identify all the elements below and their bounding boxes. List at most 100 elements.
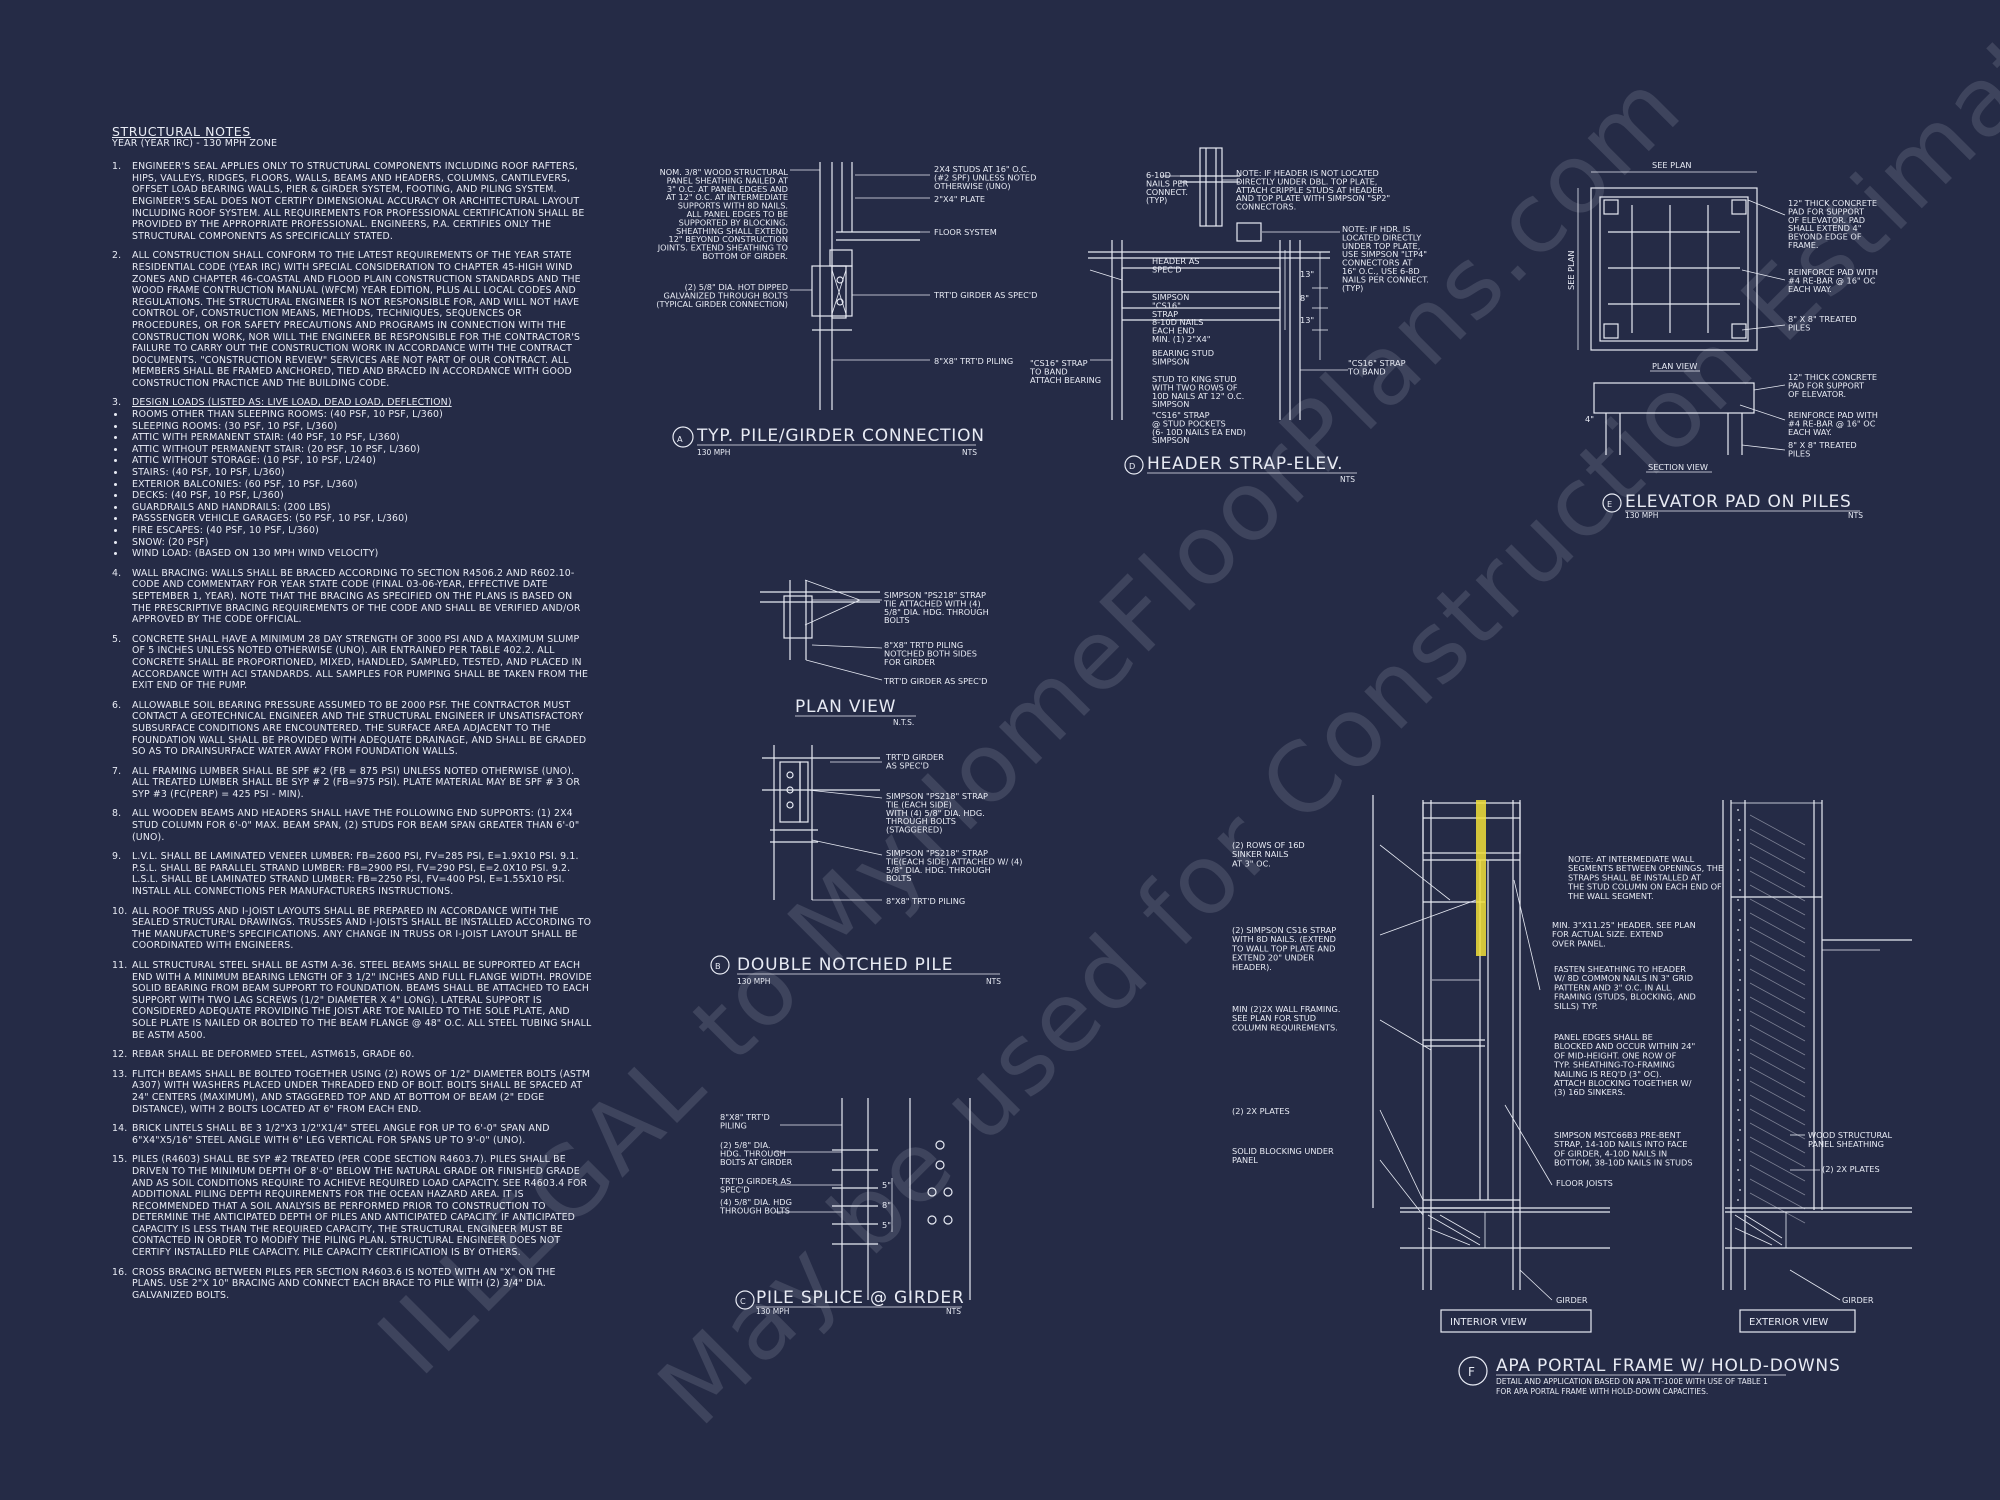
- callout-text: 2"x4" PLATE: [934, 194, 985, 204]
- callout-text: SEGMENTS BETWEEN OPENINGS, THE: [1568, 863, 1723, 873]
- callout-text: CONNECT.: [1146, 187, 1188, 197]
- structural-note: 12. REBAR SHALL BE DEFORMED STEEL, ASTM61…: [112, 1049, 592, 1061]
- note-number: 16.: [112, 1266, 128, 1278]
- detail-a-notes-right: 2x4 STUDS AT 16" O.C.(#2 SPF) UNLESS NOT…: [933, 164, 1037, 366]
- detail-a-title: TYP. PILE/GIRDER CONNECTION: [696, 426, 985, 446]
- plan-view-title: PLAN VIEW: [795, 697, 896, 717]
- callout-text: GALVANIZED THROUGH BOLTS: [664, 290, 788, 300]
- structural-note: 11.ALL STRUCTURAL STEEL SHALL BE ASTM A-…: [112, 960, 592, 1041]
- callout-text: WITH 8d NAILS. (EXTEND: [1232, 934, 1336, 944]
- exterior-view-box: [1739, 1309, 1856, 1333]
- note-text: ALL STRUCTURAL STEEL SHALL BE ASTM A-36.…: [132, 960, 592, 1041]
- callout-text: SEE PLAN FOR STUD: [1232, 1013, 1316, 1023]
- design-load-item: ROOMS OTHER THAN SLEEPING ROOMS: (40 PSF…: [114, 409, 592, 421]
- callout-text: ALL PANEL EDGES TO BE: [687, 209, 788, 219]
- callout-text: JOINTS. EXTEND SHEATHING TO: [657, 243, 788, 253]
- note-body: DESIGN LOADS (LISTED AS: LIVE LOAD, DEAD…: [132, 397, 452, 409]
- note-text: FLITCH BEAMS SHALL BE BOLTED TOGETHER US…: [132, 1069, 592, 1115]
- callout-text: THE WALL SEGMENT.: [1567, 891, 1654, 901]
- callout-text: OF GIRDER, 4-10d NAILS IN: [1554, 1148, 1667, 1158]
- callout-text: SIMPSON: [1152, 292, 1189, 302]
- callout-text: BOTTOM OF GIRDER.: [702, 251, 788, 261]
- callout-text: STRAP, 14-10d NAILS INTO FACE: [1554, 1139, 1687, 1149]
- callout-text: CONNECTORS AT: [1342, 258, 1413, 268]
- note-body: FLITCH BEAMS SHALL BE BOLTED TOGETHER US…: [132, 1068, 591, 1115]
- structural-notes: STRUCTURAL NOTES YEAR (YEAR IRC) - 130 m…: [112, 124, 592, 1309]
- notes-subtitle: YEAR (YEAR IRC) - 130 mph ZONE: [112, 137, 278, 149]
- callout-text: PILES: [1788, 322, 1810, 332]
- callout-text: ATTACH BEARING: [1030, 375, 1101, 385]
- callout-text: SINKER NAILS: [1232, 849, 1288, 859]
- callout-text: 16" O.C., USE 6-8d: [1342, 266, 1420, 276]
- detail-d-dim-2: 8": [1300, 293, 1309, 303]
- callout-text: USE SIMPSON "LTP4": [1342, 249, 1427, 259]
- callout-text: LOCATED DIRECTLY: [1342, 232, 1422, 242]
- callout-text: SPEC'D: [1152, 264, 1182, 274]
- interior-view-box: [1440, 1309, 1592, 1333]
- callout-text: GIRDER: [1842, 1295, 1874, 1305]
- callout-text: FASTEN SHEATHING TO HEADER: [1554, 964, 1686, 974]
- callout-text: NAILS PER: [1146, 178, 1189, 188]
- callout-text: #4 RE-BAR @ 16" OC: [1788, 418, 1876, 428]
- detail-c-title: PILE SPLICE @ GIRDER: [756, 1288, 964, 1308]
- callout-text: EACH WAY.: [1788, 427, 1832, 437]
- elevator-pad-plan: [1590, 187, 1758, 351]
- detail-e-plan-label: PLAN VIEW: [1652, 361, 1697, 371]
- callout-text: 6-10d: [1146, 170, 1171, 180]
- detail-c-dim-3: 5": [882, 1220, 891, 1230]
- structural-note: 6.ALLOWABLE SOIL BEARING PRESSURE ASSUME…: [112, 700, 592, 758]
- detail-f-letter: F: [1468, 1365, 1475, 1379]
- design-loads-list: ROOMS OTHER THAN SLEEPING ROOMS: (40 PSF…: [114, 409, 592, 560]
- design-load-item: SLEEPING ROOMS: (30 PSF, 10 PSF, L/360): [114, 421, 592, 433]
- callout-text: (2) 5/8" DIA.: [720, 1140, 771, 1150]
- callout-text: SIMPSON "PS218" STRAP: [884, 590, 986, 600]
- callout-text: AT 12" O.C. AT INTERMEDIATE: [666, 192, 788, 202]
- note-text: ALLOWABLE SOIL BEARING PRESSURE ASSUMED …: [132, 700, 592, 758]
- callout-text: WITH (4) 5/8" DIA. HDG.: [886, 808, 985, 818]
- callout-text: WOOD STRUCTURAL: [1808, 1130, 1892, 1140]
- design-load-item: DECKS: (40 PSF, 10 PSF, L/360): [114, 490, 592, 502]
- callout-text: COLUMN REQUIREMENTS.: [1232, 1022, 1338, 1032]
- callout-text: BLOCKED AND OCCUR WITHIN 24": [1554, 1041, 1695, 1051]
- callout-text: SUPPORTS WITH 8d NAILS.: [678, 201, 788, 211]
- callout-text: SPEC'D: [720, 1184, 750, 1194]
- callout-text: TRT'D GIRDER AS SPEC'D: [933, 290, 1037, 300]
- callout-text: NOTE: IF HEADER IS NOT LOCATED: [1236, 168, 1379, 178]
- note-number: 12.: [112, 1049, 128, 1061]
- note-text: CONCRETE SHALL HAVE A MINIMUM 28 DAY STR…: [132, 634, 592, 692]
- callout-text: HEADER).: [1232, 962, 1272, 972]
- note-text: ENGINEER'S SEAL APPLIES ONLY TO STRUCTUR…: [132, 161, 592, 242]
- callout-text: EACH END: [1152, 326, 1195, 336]
- callout-text: OF ELEVATOR. PAD: [1788, 215, 1865, 225]
- detail-c-scale: NTS: [946, 1307, 961, 1316]
- note-body: L.V.L. SHALL BE LAMINATED VENEER LUMBER:…: [132, 851, 579, 898]
- callout-text: SIMPSON: [1152, 356, 1189, 366]
- detail-e-elevator-pad: SEE PLAN SEE PLAN PLAN VIEW 4" SECTION V…: [1566, 160, 1878, 520]
- detail-d-header-strap: 13" 8" 13" 6-10dNAILS PERCONNECT.(TYP)NO…: [1029, 147, 1429, 484]
- notes-title: STRUCTURAL NOTES: [112, 124, 251, 139]
- design-load-item: GUARDRAILS AND HANDRAILS: (200 LBS): [114, 502, 592, 514]
- callout-text: TO BAND: [1347, 366, 1386, 376]
- callout-text: PAD FOR SUPPORT: [1788, 206, 1865, 216]
- callout-text: SILLS) TYP.: [1554, 1001, 1598, 1011]
- note-text: WALL BRACING: WALLS SHALL BE BRACED ACCO…: [132, 568, 592, 626]
- callout-text: 3" O.C. AT PANEL EDGES AND: [667, 184, 788, 194]
- callout-text: PANEL EDGES SHALL BE: [1554, 1032, 1653, 1042]
- callout-text: PILING: [720, 1120, 747, 1130]
- note-body: REBAR SHALL BE DEFORMED STEEL, ASTM615, …: [132, 1049, 415, 1061]
- note-number: 1.: [112, 161, 122, 173]
- note-number: 9.: [112, 851, 122, 863]
- callout-text: 8"x8" TRT'D: [720, 1112, 770, 1122]
- callout-text: 5/8" DIA. HDG. THROUGH: [886, 865, 991, 875]
- notes-list: 1. ENGINEER'S SEAL APPLIES ONLY TO STRUCT…: [112, 161, 592, 1301]
- callout-text: WITH TWO ROWS OF: [1152, 382, 1238, 392]
- callout-text: PANEL SHEATHING NAILED AT: [667, 175, 789, 185]
- note-text: CROSS BRACING BETWEEN PILES PER SECTION …: [132, 1267, 592, 1302]
- callout-text: 8" X 8" TREATED: [1788, 314, 1857, 324]
